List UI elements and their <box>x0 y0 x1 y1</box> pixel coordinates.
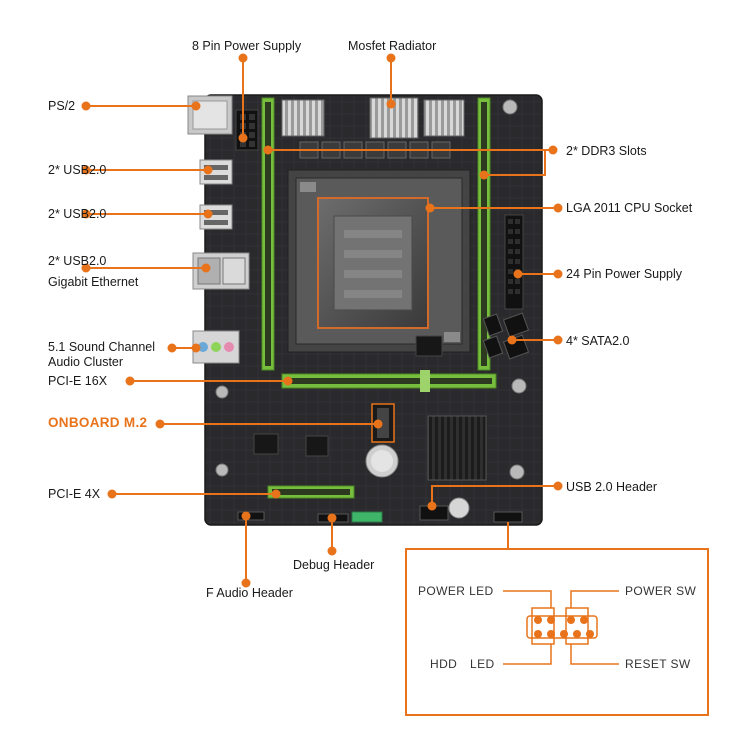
label-pcie4: PCI-E 4X <box>48 487 101 501</box>
label-audio-cluster: Audio Cluster <box>48 355 124 369</box>
label-f-audio-header: F Audio Header <box>206 586 293 600</box>
label-gigabit-ethernet: Gigabit Ethernet <box>48 275 139 289</box>
label-usb-3: 2* USB2.0 <box>48 254 107 268</box>
pinout-power-led: POWER LED <box>418 584 494 598</box>
mosfet-heatsink <box>281 99 325 137</box>
pinout-lines <box>503 590 619 665</box>
f-audio-header-pins <box>237 511 265 521</box>
label-sata: 4* SATA2.0 <box>566 334 630 348</box>
label-usb-2: 2* USB2.0 <box>48 207 107 221</box>
label-24pin-power: 24 Pin Power Supply <box>566 267 683 281</box>
label-sound-channel: 5.1 Sound Channel <box>48 340 156 354</box>
twentyfour-pin-connector <box>504 214 524 310</box>
label-onboard-m2: ONBOARD M.2 <box>48 415 148 430</box>
label-ps2: PS/2 <box>48 99 76 113</box>
sata-ports <box>482 312 530 360</box>
front-panel-header <box>493 511 523 523</box>
pinout-hdd: HDD <box>430 657 458 671</box>
pinout-power-sw: POWER SW <box>625 584 697 598</box>
callout-lines <box>86 58 558 583</box>
label-pcie16: PCI-E 16X <box>48 374 108 388</box>
label-usb-1: 2* USB2.0 <box>48 163 107 177</box>
pinout-led: LED <box>470 657 495 671</box>
label-ddr3-slots: 2* DDR3 Slots <box>566 144 647 158</box>
label-cpu-socket: LGA 2011 CPU Socket <box>566 201 693 215</box>
label-8pin-power: 8 Pin Power Supply <box>192 39 302 53</box>
chipset-heatsink <box>427 415 487 481</box>
label-debug-header: Debug Header <box>293 558 375 572</box>
pinout-reset-sw: RESET SW <box>625 657 691 671</box>
pinout-box <box>405 548 709 716</box>
pinout-pins <box>534 616 594 638</box>
label-mosfet-radiator: Mosfet Radiator <box>348 39 437 53</box>
rear-io <box>187 95 250 364</box>
callout-dots <box>81 53 563 588</box>
label-usb-header: USB 2.0 Header <box>566 480 658 494</box>
